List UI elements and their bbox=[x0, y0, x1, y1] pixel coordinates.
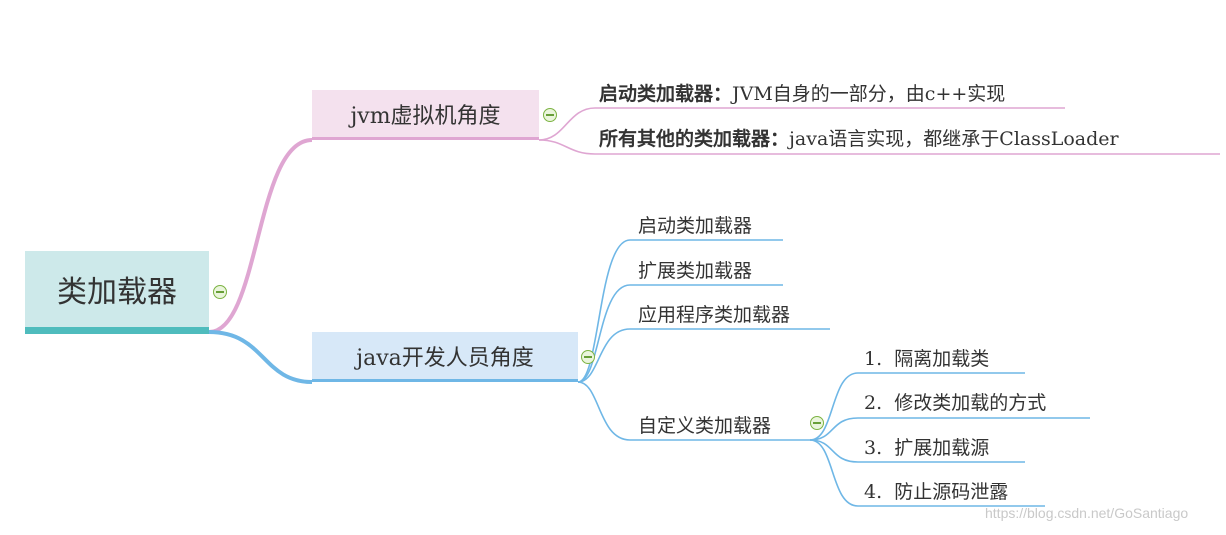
collapse-custom-icon[interactable] bbox=[810, 416, 824, 430]
jvm-leaf-1-desc: JVM自身的一部分，由c++实现 bbox=[732, 83, 1006, 105]
connector-custom-2 bbox=[809, 417, 1090, 441]
custom-item-2[interactable]: 2. 修改类加载的方式 bbox=[864, 391, 1046, 415]
java-leaf-3[interactable]: 应用程序类加载器 bbox=[638, 303, 790, 327]
connector-custom-1 bbox=[809, 372, 1025, 441]
custom-item-3-text: 扩展加载源 bbox=[894, 437, 990, 459]
branch-java-node[interactable]: java开发人员角度 bbox=[312, 332, 578, 382]
custom-item-3-num: 3. bbox=[864, 437, 883, 459]
custom-item-3[interactable]: 3. 扩展加载源 bbox=[864, 436, 989, 460]
custom-item-4-num: 4. bbox=[864, 481, 883, 503]
connector-custom-3 bbox=[809, 439, 1025, 463]
custom-loader-label: 自定义类加载器 bbox=[638, 415, 772, 437]
custom-item-1-num: 1. bbox=[864, 348, 883, 370]
custom-item-2-num: 2. bbox=[864, 392, 883, 414]
java-leaf-3-label: 应用程序类加载器 bbox=[638, 304, 791, 326]
jvm-leaf-1[interactable]: 启动类加载器：JVM自身的一部分，由c++实现 bbox=[599, 82, 1005, 106]
connector-java-leaf-1 bbox=[577, 239, 783, 383]
root-label: 类加载器 bbox=[57, 275, 177, 310]
jvm-leaf-2[interactable]: 所有其他的类加载器：java语言实现，都继承于ClassLoader bbox=[599, 127, 1119, 151]
branch-jvm-node[interactable]: jvm虚拟机角度 bbox=[312, 90, 539, 140]
jvm-leaf-2-desc: java语言实现，都继承于ClassLoader bbox=[789, 128, 1119, 150]
java-leaf-1-label: 启动类加载器 bbox=[638, 215, 753, 237]
connector-root-jvm bbox=[208, 138, 313, 334]
custom-item-2-text: 修改类加载的方式 bbox=[894, 392, 1047, 414]
custom-item-4[interactable]: 4. 防止源码泄露 bbox=[864, 480, 1008, 504]
custom-item-4-text: 防止源码泄露 bbox=[894, 481, 1009, 503]
custom-loader-node[interactable]: 自定义类加载器 bbox=[638, 414, 771, 438]
connector-root-java bbox=[208, 330, 313, 384]
connector-jvm-leaf-2 bbox=[538, 139, 1220, 155]
connector-java-leaf-3 bbox=[577, 328, 830, 383]
collapse-jvm-icon[interactable] bbox=[543, 108, 557, 122]
custom-item-1-text: 隔离加载类 bbox=[894, 348, 990, 370]
collapse-java-icon[interactable] bbox=[581, 350, 595, 364]
branch-jvm-label: jvm虚拟机角度 bbox=[350, 103, 501, 129]
collapse-root-icon[interactable] bbox=[213, 285, 227, 299]
jvm-leaf-2-title: 所有其他的类加载器： bbox=[599, 128, 790, 150]
connector-java-leaf-2 bbox=[577, 284, 783, 383]
java-leaf-2-label: 扩展类加载器 bbox=[638, 260, 753, 282]
root-node[interactable]: 类加载器 bbox=[25, 251, 209, 331]
connector-jvm-leaf-1 bbox=[538, 107, 1065, 141]
connector-custom-4 bbox=[809, 439, 1045, 507]
connector-java-custom bbox=[577, 381, 810, 441]
custom-item-1[interactable]: 1. 隔离加载类 bbox=[864, 347, 989, 371]
branch-java-label: java开发人员角度 bbox=[356, 345, 534, 371]
jvm-leaf-1-title: 启动类加载器： bbox=[599, 83, 733, 105]
java-leaf-2[interactable]: 扩展类加载器 bbox=[638, 259, 752, 283]
watermark: https://blog.csdn.net/GoSantiago bbox=[985, 505, 1189, 521]
java-leaf-1[interactable]: 启动类加载器 bbox=[638, 214, 752, 238]
